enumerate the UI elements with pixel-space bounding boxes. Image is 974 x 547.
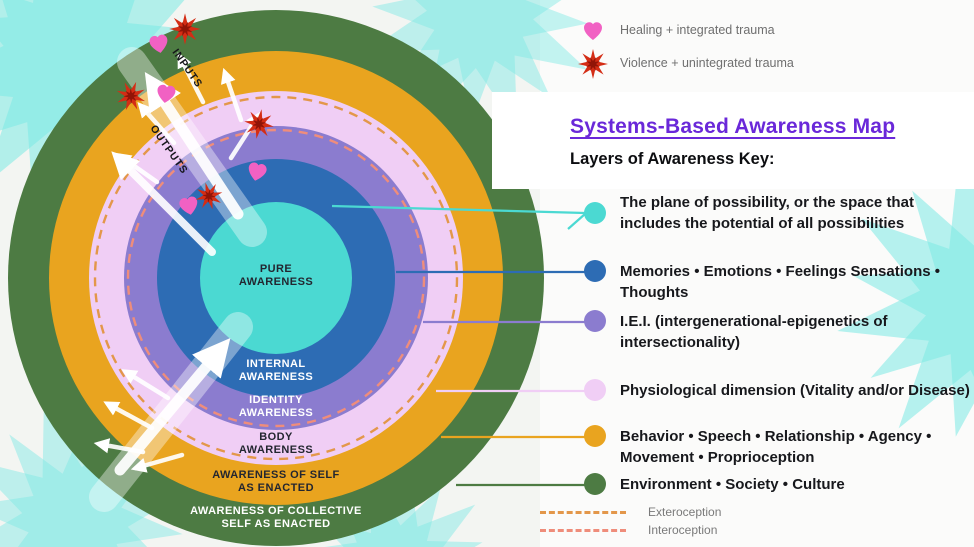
legend-exteroception: Exteroception: [540, 504, 721, 520]
small-arrow: [115, 152, 160, 185]
key-item-text: I.E.I. (intergenerational-epigenetics of…: [620, 313, 888, 351]
key-item-text: The plane of possibility, or the space t…: [620, 194, 914, 232]
ring-pure-awareness: [200, 202, 352, 354]
key-item-physiological: Physiological dimension (Vitality and/or…: [584, 379, 972, 401]
key-item-text: Behavior • Speech • Relationship • Agenc…: [620, 428, 932, 466]
interoception-dash-line: [540, 528, 626, 532]
ring-label-internal-line2: AWARENESS: [239, 371, 313, 383]
key-item-iei: I.E.I. (intergenerational-epigenetics of…: [584, 310, 972, 353]
legend-interoception: Interoception: [540, 522, 717, 538]
connector-pure: [331, 204, 586, 215]
header-panel: Systems-Based Awareness Map Layers of Aw…: [492, 92, 974, 189]
key-item-behavior: Behavior • Speech • Relationship • Agenc…: [584, 425, 972, 468]
key-color-dot-teal: [584, 202, 606, 224]
key-item-text: Environment • Society • Culture: [620, 476, 845, 493]
ring-label-pure-line1: PURE: [260, 263, 292, 275]
small-arrow: [220, 67, 244, 123]
key-color-dot-blue: [584, 260, 606, 282]
small-arrow: [177, 52, 206, 105]
burst-icon: [578, 49, 608, 79]
ring-label-identity-line1: IDENTITY: [249, 394, 303, 406]
exteroception-dash-line: [540, 510, 626, 514]
key-item-text: Physiological dimension (Vitality and/or…: [620, 382, 970, 399]
ring-label-collective-line1: AWARENESS OF COLLECTIVE: [190, 505, 362, 517]
interoception-dashed-ring: [126, 128, 426, 428]
legend-violence-label: Violence + unintegrated trauma: [620, 56, 794, 70]
key-connector-lines: [331, 204, 586, 487]
small-arrow: [130, 452, 185, 473]
ring-label-self-enacted-line2: AS ENACTED: [238, 482, 314, 494]
inputs-arrow: [144, 72, 244, 220]
small-arrow: [93, 438, 146, 455]
ring-labels: PURE AWARENESS INTERNAL AWARENESS IDENTI…: [190, 263, 362, 530]
small-arrow: [103, 401, 155, 431]
small-arrow: [121, 369, 171, 401]
ring-label-body-line1: BODY: [259, 431, 293, 443]
exteroception-label: Exteroception: [648, 505, 722, 519]
outputs-arrow: [111, 151, 216, 256]
ring-label-self-enacted-line1: AWARENESS OF SELF: [212, 469, 339, 481]
key-item-environment: Environment • Society • Culture: [584, 473, 972, 495]
exteroception-dashed-ring: [93, 95, 459, 461]
small-arrow: [137, 102, 177, 146]
connector-pure-tick: [567, 213, 586, 230]
page-title: Systems-Based Awareness Map: [570, 115, 896, 138]
burst-icon: [169, 13, 201, 45]
key-color-dot-purple: [584, 310, 606, 332]
key-color-dot-orange: [584, 425, 606, 447]
ring-label-body-line2: AWARENESS: [239, 444, 313, 456]
ring-label-collective-line2: SELF AS ENACTED: [221, 518, 330, 530]
key-item-plane-of-possibility: The plane of possibility, or the space t…: [584, 192, 972, 234]
key-color-dot-green: [584, 473, 606, 495]
key-item-internal: Memories • Emotions • Feelings Sensation…: [584, 260, 972, 303]
ring-label-identity-line2: AWARENESS: [239, 407, 313, 419]
key-subtitle: Layers of Awareness Key:: [570, 150, 775, 168]
ring-label-pure-line2: AWARENESS: [239, 276, 313, 288]
awareness-rings: [8, 10, 544, 546]
key-item-text: Memories • Emotions • Feelings Sensation…: [620, 263, 940, 301]
key-color-dot-lavender: [584, 379, 606, 401]
interoception-label: Interoception: [648, 523, 718, 537]
legend-healing-label: Healing + integrated trauma: [620, 23, 775, 37]
ring-label-internal-line1: INTERNAL: [246, 358, 305, 370]
